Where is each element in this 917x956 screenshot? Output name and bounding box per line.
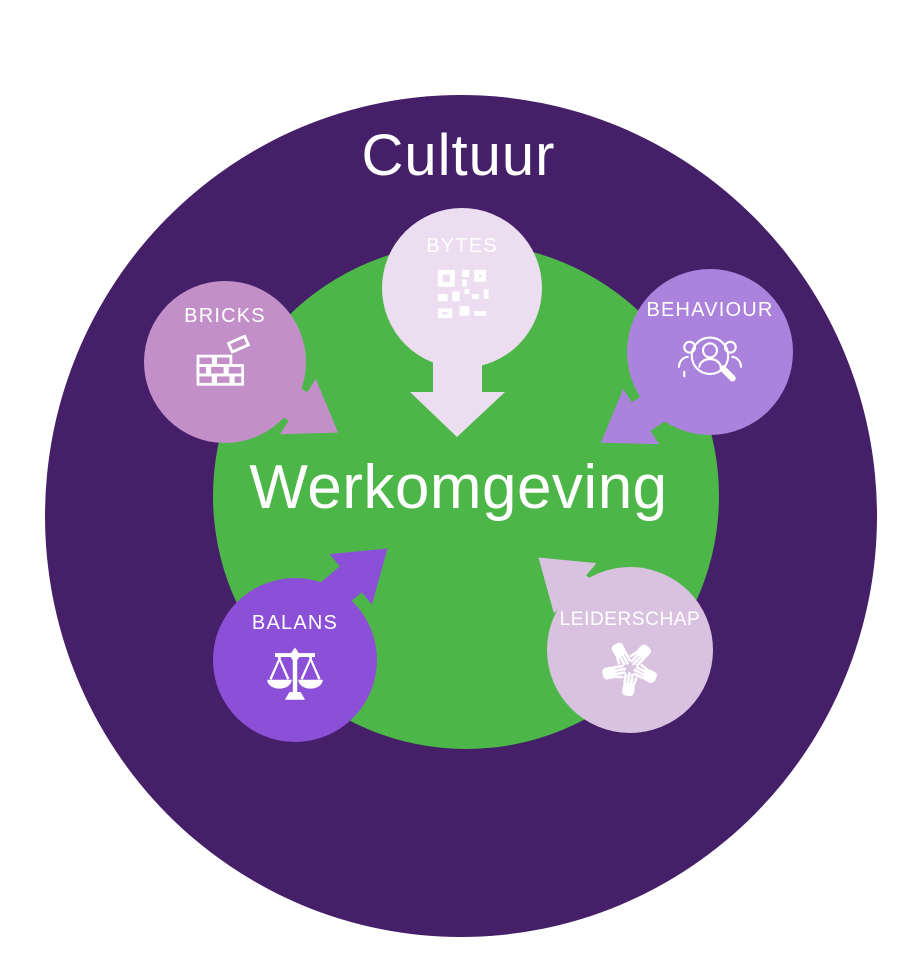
people-search-icon [677,336,743,382]
node-behaviour: BEHAVIOUR [627,269,793,435]
node-bytes-label: BYTES [426,235,498,257]
qr-code-icon [437,269,489,319]
node-leiderschap-label: LEIDERSCHAP [559,609,701,630]
node-leiderschap: LEIDERSCHAP [547,567,713,733]
center-label: Werkomgeving [249,453,668,522]
diagram-title: Cultuur [361,123,556,188]
node-behaviour-label: BEHAVIOUR [646,299,774,321]
node-bytes: BYTES [382,208,542,368]
node-balans-label: BALANS [251,612,339,634]
balance-scale-icon [267,647,323,700]
node-bricks-label: BRICKS [184,305,266,327]
brick-wall-icon [196,335,251,386]
node-balans: BALANS [213,578,377,742]
hands-together-icon [601,641,660,697]
bytes-arrow [410,342,505,437]
node-bricks: BRICKS [144,281,306,443]
